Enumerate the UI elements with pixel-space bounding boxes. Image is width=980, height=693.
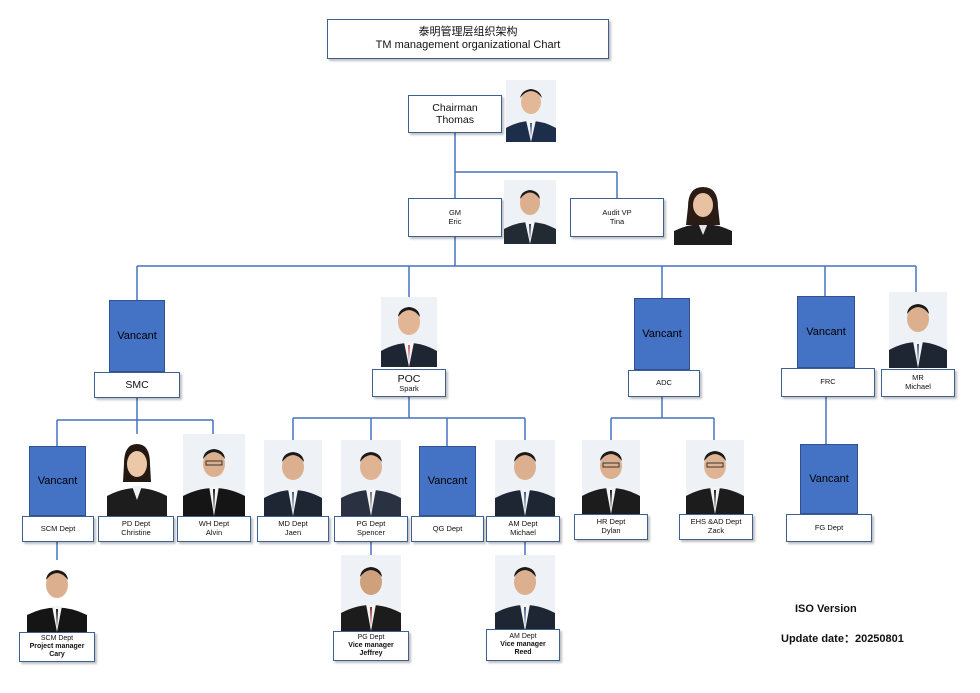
node-am-vm-name: Reed [514,649,532,657]
node-adc: ADC [628,370,700,397]
vacant-block-fg: Vancant [800,444,858,514]
vacant-label: Vancant [642,328,682,340]
node-chairman-role: Chairman [432,101,478,114]
node-frc-role: FRC [820,377,836,387]
person-portrait-icon [582,440,640,514]
node-pd-dept-name: Christine [121,528,151,537]
node-smc: SMC [94,372,180,398]
node-pg-vm-name: Jeffrey [359,650,383,658]
node-pg-vm-role: PG Dept [357,633,385,641]
node-wh-dept-role: WH Dept [198,519,230,529]
node-gm: GM Eric [408,198,502,237]
node-hr-dept: HR Dept Dylan [574,514,648,540]
node-pg-dept: PG Dept Spencer [334,516,408,542]
node-mr-role: MR [912,373,924,383]
node-mr: MR Michael [881,369,955,397]
node-chairman-name: Thomas [436,114,474,126]
node-wh-dept-name: Alvin [205,528,223,537]
node-pd-dept: PD Dept Christine [98,516,174,542]
node-am-vm-role: AM Dept [509,632,537,640]
person-portrait-icon [107,434,167,516]
node-am-dept-name: Michael [510,528,536,537]
vacant-block-smc: Vancant [109,300,165,372]
node-scm-pm-title: Project manager [29,642,85,650]
node-poc-name: Spark [399,383,419,393]
node-poc: POC Spark [372,369,446,397]
node-scm-project-manager: SCM Dept Project manager Cary [19,632,95,662]
node-chairman: Chairman Thomas [408,95,502,133]
person-portrait-icon [27,560,87,632]
node-wh-dept: WH Dept Alvin [177,516,251,542]
node-md-dept-name: Jaen [284,528,302,537]
node-adc-role: ADC [656,378,672,388]
node-mr-name: Michael [905,382,931,391]
vacant-label: Vancant [809,473,849,485]
node-ehs-dept: EHS &AD Dept Zack [679,514,753,540]
node-md-dept-role: MD Dept [278,519,308,529]
vacant-label: Vancant [37,475,78,487]
node-pg-vm-title: Vice manager [348,641,394,649]
node-pd-dept-role: PD Dept [121,519,151,529]
node-ehs-dept-name: Zack [707,526,725,535]
person-portrait-icon [341,440,401,516]
person-portrait-icon [495,555,555,631]
node-smc-role: SMC [125,378,149,391]
person-portrait-icon [341,555,401,631]
person-portrait-icon [381,297,437,367]
person-portrait-icon [506,80,556,142]
node-am-vm-title: Vice manager [500,640,546,648]
vacant-block-adc: Vancant [634,298,690,370]
person-portrait-icon [183,434,245,516]
node-audit-vp-role: Audit VP [602,207,632,217]
chart-title: 泰明管理层组织架构 TM management organizational C… [327,19,609,59]
node-frc: FRC [781,368,875,397]
node-scm-dept-role: SCM Dept [40,523,76,533]
node-gm-role: GM [448,207,462,217]
person-portrait-icon [495,440,555,516]
person-portrait-icon [889,292,947,368]
vacant-block-frc: Vancant [797,296,855,368]
person-portrait-icon [686,440,744,514]
node-scm-pm-name: Cary [49,651,65,659]
chart-title-en: TM management organizational Chart [375,39,561,51]
node-pg-dept-role: PG Dept [356,519,386,529]
node-scm-pm-role: SCM Dept [40,634,74,642]
node-am-dept: AM Dept Michael [486,516,560,542]
vacant-block-qg: Vancant [419,446,476,516]
vacant-label: Vancant [806,326,846,338]
node-hr-dept-role: HR Dept [596,517,626,527]
chart-title-zh: 泰明管理层组织架构 [418,26,518,39]
node-qg-dept: QG Dept [411,516,484,542]
node-qg-dept-role: QG Dept [432,523,463,533]
node-am-dept-role: AM Dept [508,519,538,529]
node-pg-vice-manager: PG Dept Vice manager Jeffrey [333,631,409,661]
node-fg-dept: FG Dept [786,514,872,542]
iso-version-label: ISO Version [795,603,857,615]
person-portrait-icon [264,440,322,516]
person-portrait-icon [674,181,732,245]
node-fg-dept-role: FG Dept [814,522,844,532]
node-pg-dept-name: Spencer [357,528,385,537]
node-ehs-dept-role: EHS &AD Dept [690,517,742,527]
vacant-block-scm: Vancant [29,446,86,516]
node-poc-role: POC [397,372,421,385]
node-hr-dept-name: Dylan [601,526,621,535]
node-am-vice-manager: AM Dept Vice manager Reed [486,629,560,661]
node-audit-vp-name: Tina [609,216,625,226]
node-scm-dept: SCM Dept [22,516,94,542]
vacant-label: Vancant [427,475,468,487]
person-portrait-icon [504,180,556,244]
node-audit-vp: Audit VP Tina [570,198,664,237]
node-gm-name: Eric [448,216,462,226]
vacant-label: Vancant [117,330,157,342]
node-md-dept: MD Dept Jaen [257,516,329,542]
update-date-label: Update date：20250801 [781,633,904,645]
